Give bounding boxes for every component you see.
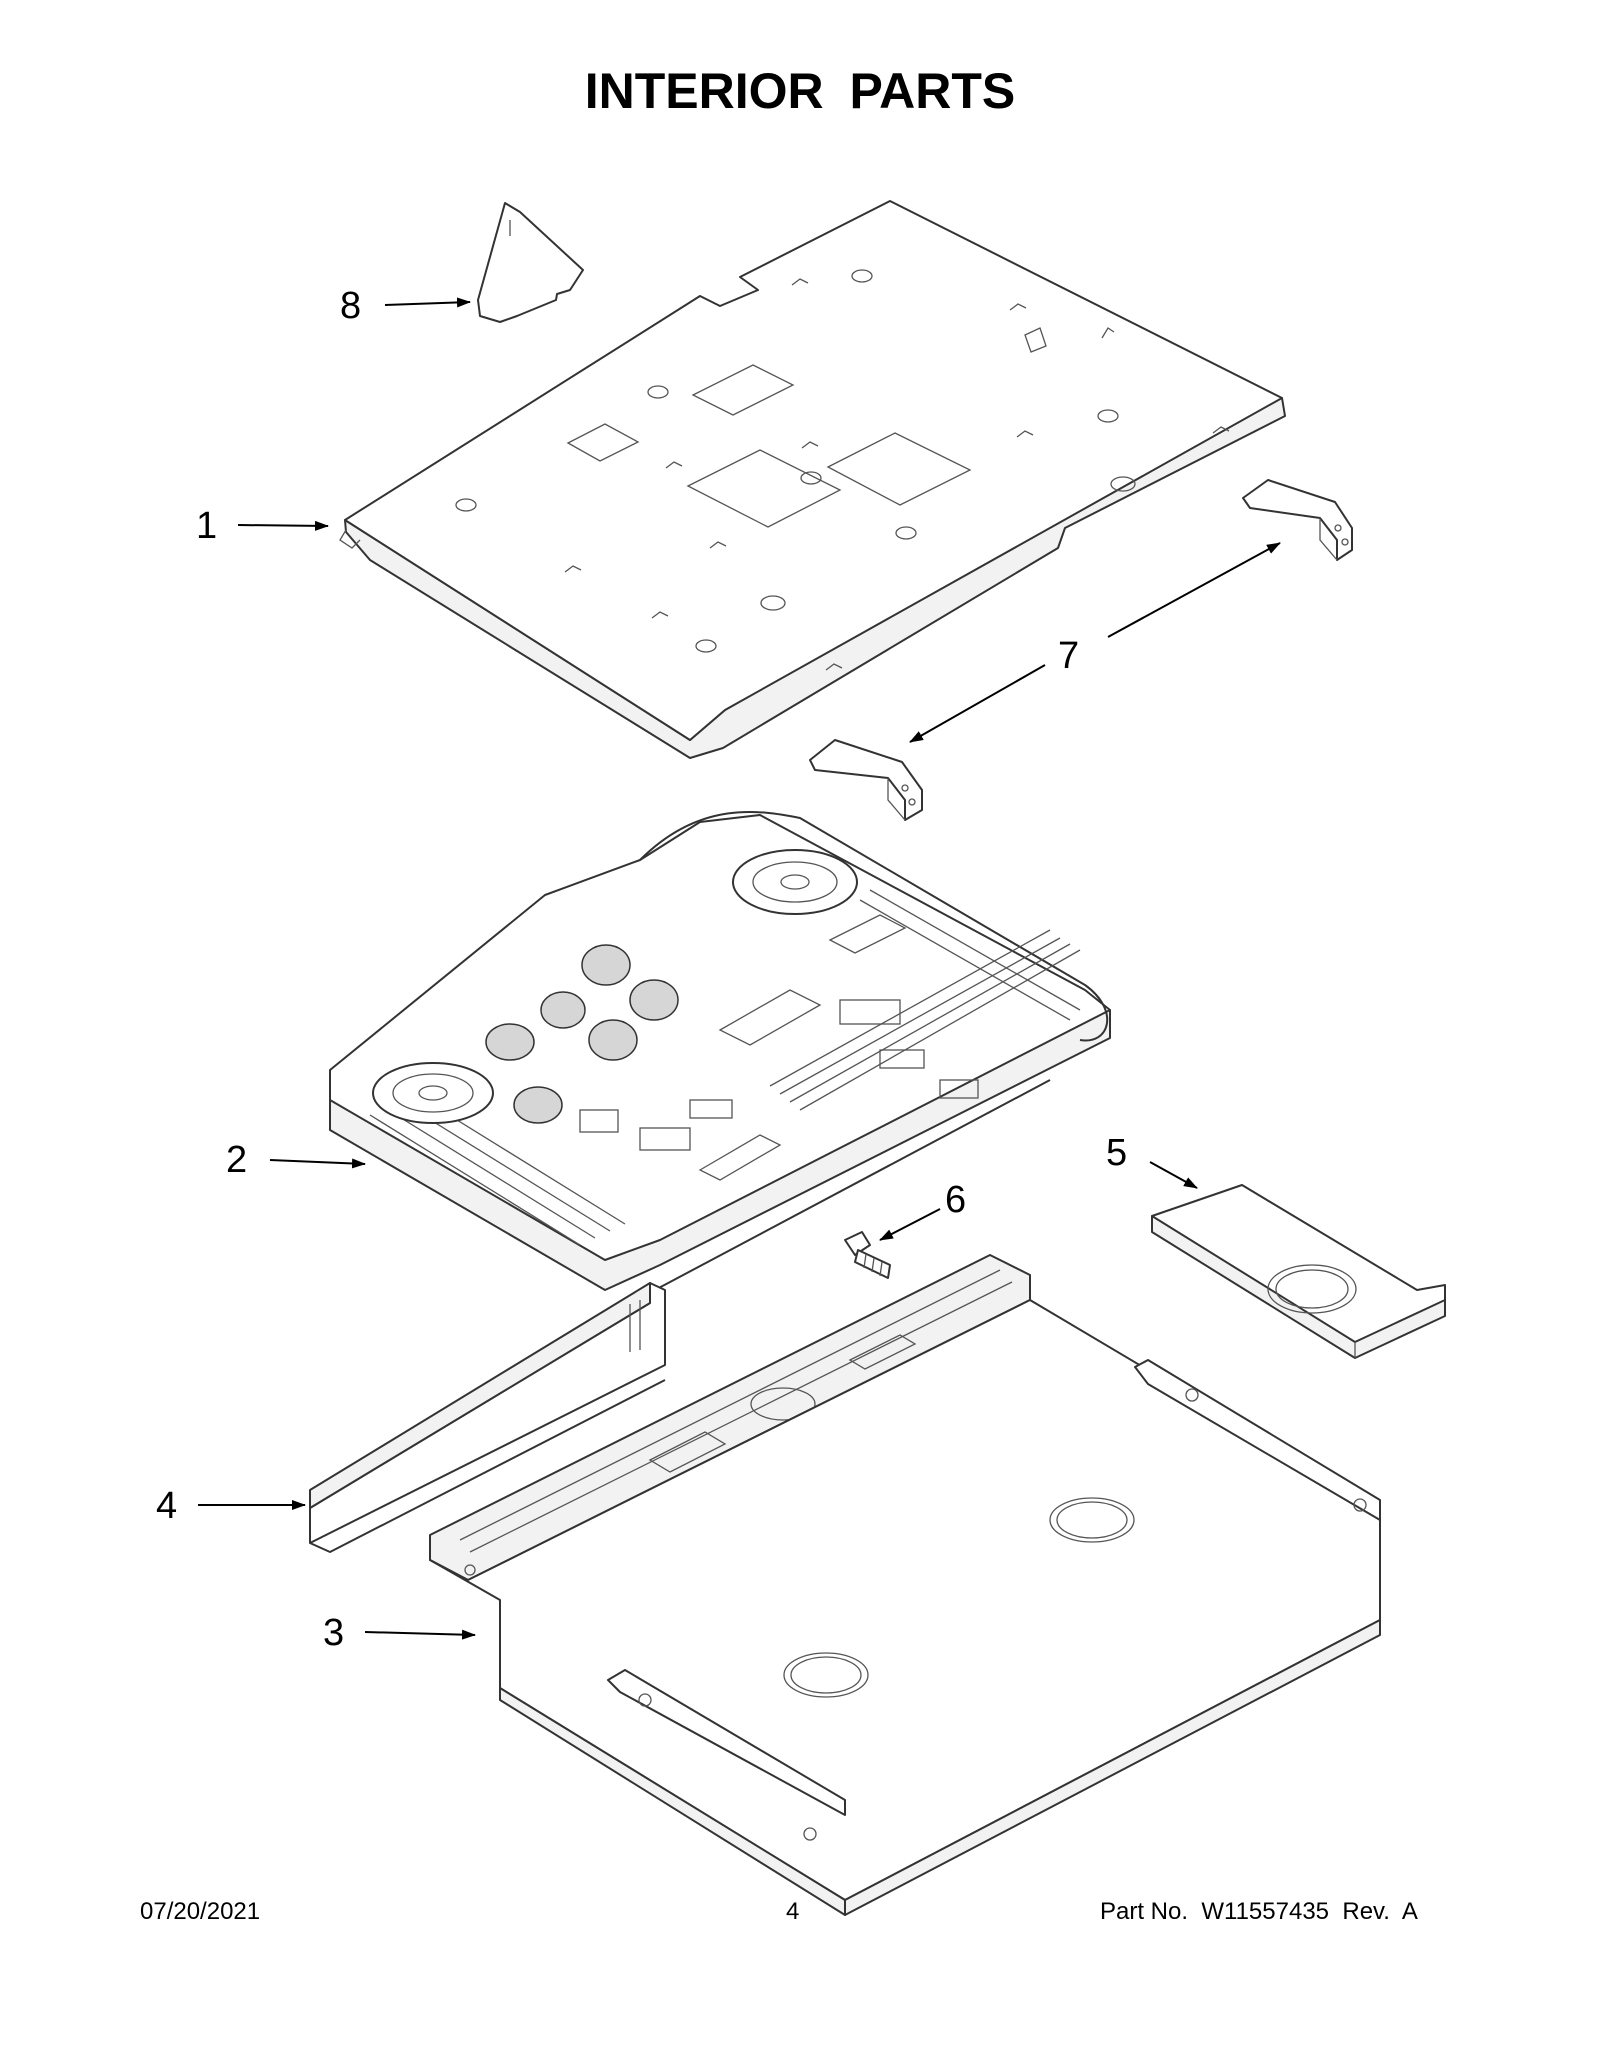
callout-arrows bbox=[198, 297, 1281, 1640]
part-2-induction-module bbox=[329, 810, 1111, 1291]
callout-8-arrow bbox=[384, 297, 471, 308]
part-7-covers bbox=[809, 479, 1353, 821]
footer-page-number: 4 bbox=[786, 1898, 800, 1925]
callout-3: 3 bbox=[323, 1612, 344, 1654]
callout-1-arrow bbox=[237, 520, 329, 531]
callout-5-arrow bbox=[1149, 1161, 1198, 1189]
part-1-top-panel bbox=[339, 200, 1286, 759]
callout-8: 8 bbox=[340, 285, 361, 327]
part-8-bracket bbox=[477, 202, 584, 323]
footer-part-number: Part No. W11557435 Rev. A bbox=[1100, 1898, 1418, 1925]
callout-7-arrow-lower bbox=[909, 664, 1046, 743]
callout-7: 7 bbox=[1058, 635, 1079, 677]
callout-6: 6 bbox=[945, 1179, 966, 1221]
part-3-bottom-pan bbox=[429, 1254, 1381, 1916]
callout-5: 5 bbox=[1106, 1132, 1127, 1174]
callout-4: 4 bbox=[156, 1485, 177, 1527]
footer-date: 07/20/2021 bbox=[140, 1898, 261, 1925]
part-5-cover bbox=[1151, 1184, 1446, 1359]
callout-3-arrow bbox=[364, 1629, 476, 1640]
page-title: INTERIOR PARTS bbox=[584, 63, 1016, 119]
callout-2: 2 bbox=[226, 1139, 247, 1181]
part-4-front-channel bbox=[309, 1282, 666, 1553]
callout-7-arrow-upper bbox=[1107, 542, 1281, 638]
part-6-screw bbox=[844, 1231, 891, 1279]
callout-6-arrow bbox=[879, 1208, 941, 1241]
callout-1: 1 bbox=[196, 505, 217, 547]
callout-2-arrow bbox=[269, 1158, 366, 1169]
